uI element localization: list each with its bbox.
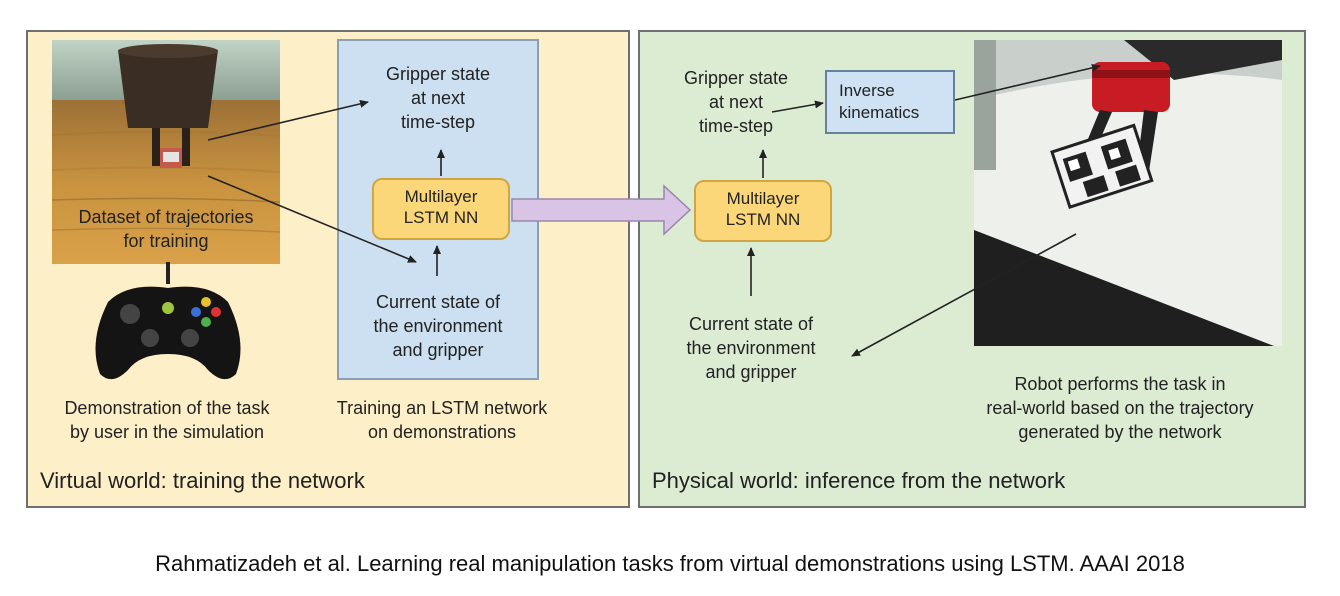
arrow-sim-to-state [207,175,417,263]
virtual-panel-title: Virtual world: training the network [40,468,365,493]
robot-photo [974,40,1282,346]
figure-caption: Rahmatizadeh et al. Learning real manipu… [155,551,1185,576]
big-transfer-arrow [511,184,692,236]
simulation-screenshot [52,40,280,264]
demo-caption: Demonstration of the task by user in the… [64,398,270,442]
gamepad-icon [88,262,248,390]
sim-label: Dataset of trajectories for training [78,207,254,251]
current-state-virtual: Current state of the environment and gri… [373,292,503,360]
training-caption: Training an LSTM network on demonstratio… [336,398,548,442]
gripper-next-physical: Gripper state at next time-step [683,68,789,136]
arrow-sim-to-gripper [207,99,369,141]
lstm-box-physical: Multilayer LSTM NN [694,180,832,242]
inverse-kinematics-box: Inverse kinematics [825,70,955,134]
current-state-physical: Current state of the environment and gri… [686,314,816,382]
robot-caption: Robot performs the task in real-world ba… [986,374,1254,442]
arrow-robot-to-state [851,233,1077,357]
arrow-gripper-to-ik [771,100,824,113]
arrow-ik-to-robot [954,63,1101,101]
gripper-next-virtual: Gripper state at next time-step [385,64,491,132]
lstm-box-virtual: Multilayer LSTM NN [372,178,510,240]
physical-panel-title: Physical world: inference from the netwo… [652,468,1066,493]
